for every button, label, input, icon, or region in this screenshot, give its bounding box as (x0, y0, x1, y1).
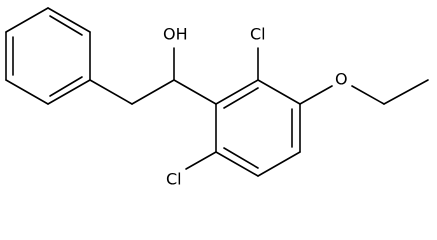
ether-oxygen-label: O (335, 70, 348, 89)
double-bond-inner (49, 76, 83, 97)
bond (131, 79, 175, 105)
bond (89, 79, 133, 105)
double-bond-inner (223, 87, 259, 109)
chloro-top-label: Cl (250, 25, 266, 44)
bond (5, 7, 49, 33)
bond-ethoxy (351, 85, 385, 105)
substituents (185, 47, 429, 170)
bond (215, 151, 259, 177)
double-bond-inner (49, 15, 83, 36)
bond (47, 7, 91, 33)
bond (257, 151, 301, 177)
hydroxyl-label: OH (163, 25, 188, 44)
bond (173, 79, 217, 105)
phenyl-ring (5, 7, 91, 105)
bond (257, 79, 301, 105)
ethyl-bridge (89, 47, 217, 105)
bond-to-ether-o (299, 85, 333, 105)
double-bond-inner (223, 147, 259, 169)
bond-to-cl-bottom (185, 151, 217, 170)
chemical-structure-diagram: OH Cl Cl O (5, 7, 429, 189)
bond-ethoxy (383, 79, 429, 105)
bond (5, 79, 49, 105)
bond (215, 79, 259, 105)
chloro-bottom-label: Cl (166, 170, 182, 189)
dichloro-ethoxy-benzene-ring (215, 79, 301, 177)
bond (47, 79, 91, 105)
